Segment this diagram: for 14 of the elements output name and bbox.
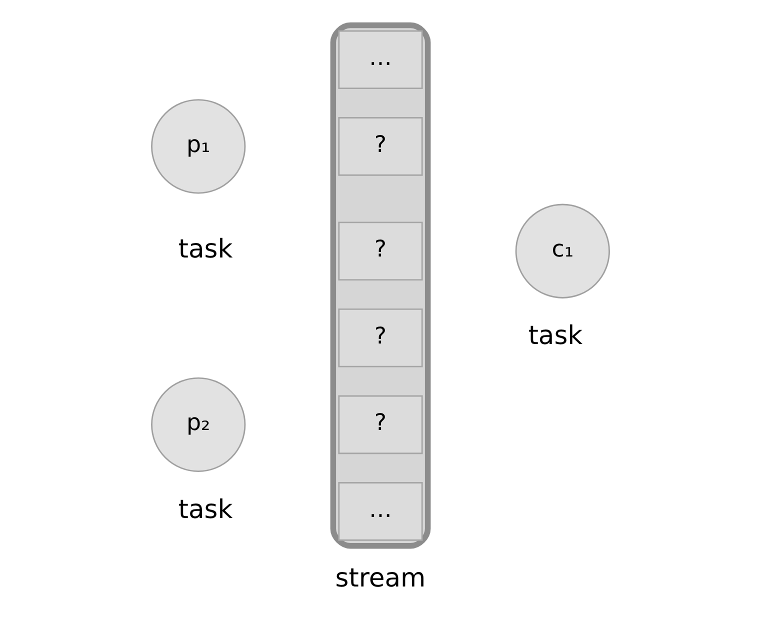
- node-label: stream: [334, 564, 426, 594]
- node-box: ?: [338, 222, 422, 281]
- cluster: [330, 22, 430, 549]
- node-circle: p₁: [150, 99, 246, 194]
- node-box: ?: [338, 308, 422, 368]
- node-label: task: [178, 234, 232, 264]
- node-box: …: [338, 30, 422, 90]
- node-box: ?: [338, 117, 422, 176]
- node-circle: p₂: [150, 377, 246, 472]
- node-box: ?: [338, 395, 422, 454]
- node-label: task: [528, 321, 582, 352]
- node-circle: c₁: [514, 204, 610, 298]
- node-box: …: [338, 482, 422, 541]
- node-label: task: [178, 494, 232, 525]
